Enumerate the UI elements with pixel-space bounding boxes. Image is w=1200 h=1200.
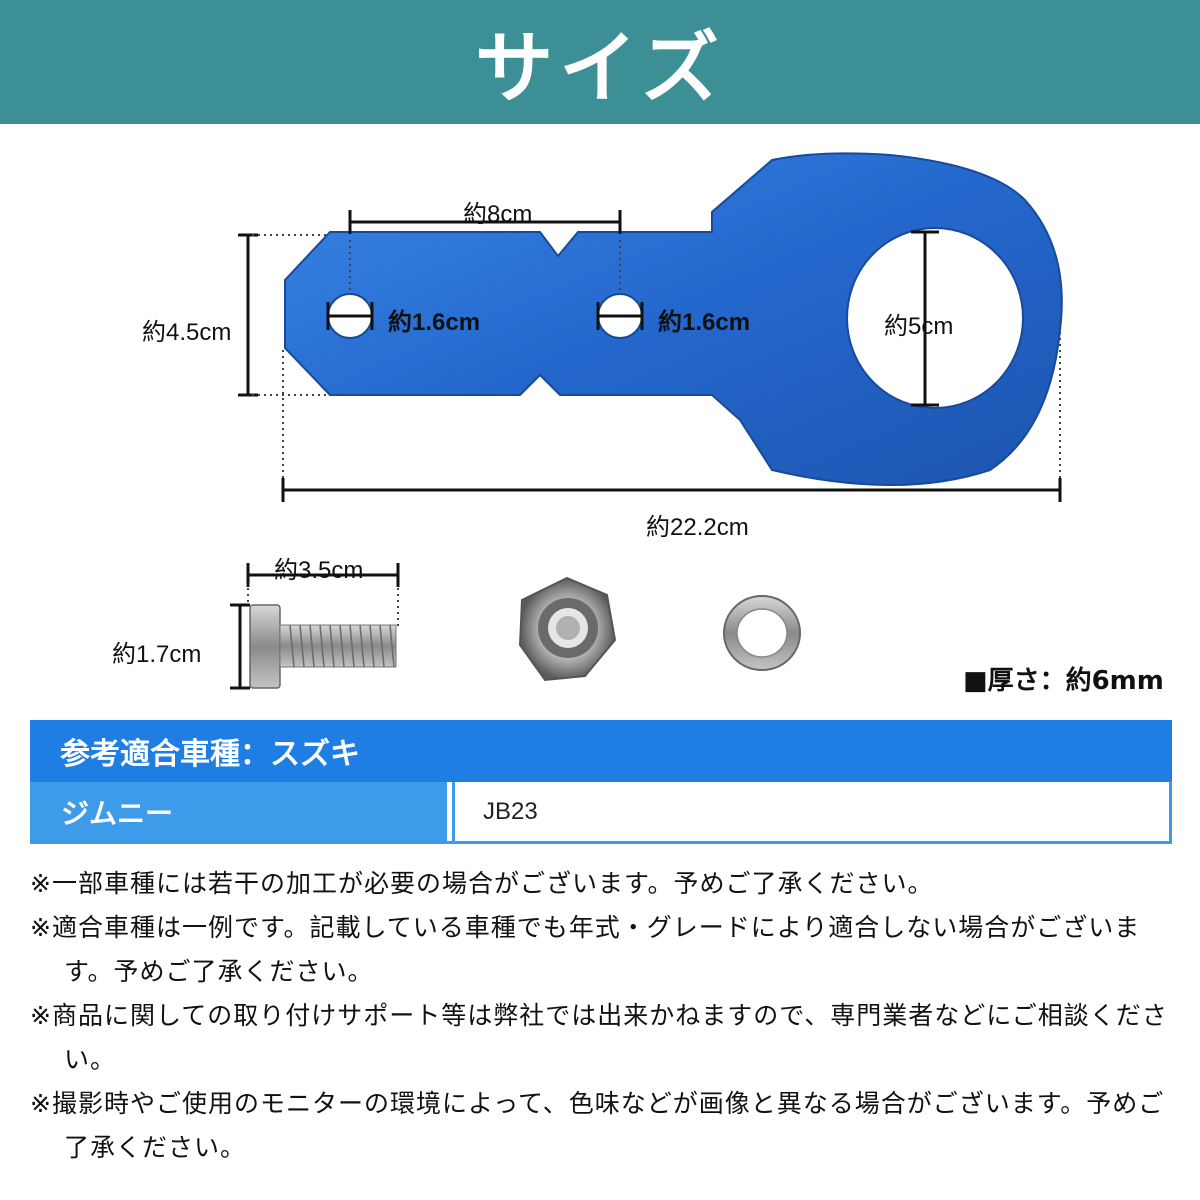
product-diagram (230, 152, 1063, 690)
title-banner: サイズ (0, 0, 1200, 124)
hole2-label: 約1.6cm (658, 309, 751, 336)
tow-hook-plate (284, 152, 1063, 486)
bolt-head-label: 約1.7cm (112, 641, 202, 668)
spring-washer (723, 595, 801, 671)
ring-hole (846, 227, 1024, 409)
page-title: サイズ (475, 24, 725, 114)
note-item: ※撮影時やご使用のモニターの環境によって、色味などが画像と異なる場合がございます… (30, 1089, 1165, 1162)
model-cell: ジムニー (33, 782, 447, 841)
bolt-length-label: 約3.5cm (274, 557, 364, 584)
thickness-label: ■厚さ：約6mm (963, 666, 1164, 696)
compat-table-title: 参考適合車種：スズキ (30, 720, 1172, 782)
plate-width-label: 約4.5cm (142, 319, 232, 346)
note-item: ※商品に関しての取り付けサポート等は弊社では出来かねますので、専門業者などにご相… (30, 1001, 1168, 1074)
note-item: ※適合車種は一例です。記載している車種でも年式・グレードにより適合しない場合がご… (30, 913, 1141, 986)
notes: ※一部車種には若干の加工が必要の場合がございます。予めご了承ください。 ※適合車… (30, 862, 1180, 1170)
bolt (249, 604, 397, 689)
ring-hole-label: 約5cm (884, 313, 954, 340)
code-cell: JB23 (455, 782, 1169, 841)
nut (518, 576, 617, 682)
hole-spacing-label: 約8cm (463, 201, 533, 228)
note-item: ※一部車種には若干の加工が必要の場合がございます。予めご了承ください。 (30, 869, 934, 898)
table-row: ジムニー JB23 (30, 782, 1172, 844)
total-length-label: 約22.2cm (646, 514, 749, 541)
hole1-label: 約1.6cm (388, 309, 481, 336)
cell-divider (447, 782, 455, 841)
